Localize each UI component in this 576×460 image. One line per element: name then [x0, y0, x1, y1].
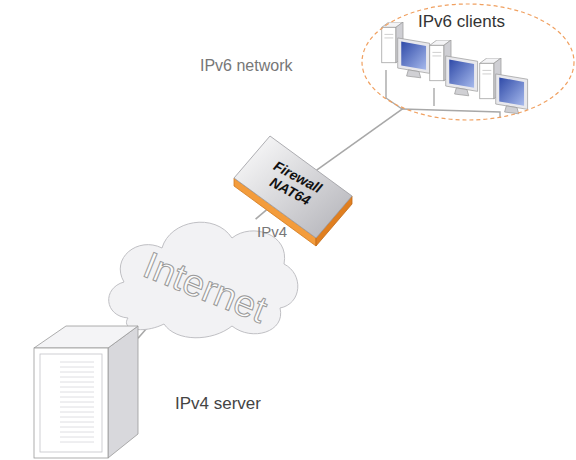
server-grill	[60, 412, 94, 413]
server-grill	[60, 427, 94, 428]
device-top	[234, 136, 352, 238]
server-grill	[60, 362, 94, 363]
wire	[433, 88, 434, 106]
node-text: IPv4 server	[175, 394, 261, 414]
client-computer	[480, 58, 528, 114]
server-grill	[60, 372, 94, 373]
dashed-ellipse	[362, 4, 574, 120]
cloud-shape	[109, 222, 298, 338]
server-grill	[60, 382, 94, 383]
server-grill	[60, 367, 94, 368]
node-text: IPv6 clients	[418, 12, 505, 32]
server-grill	[60, 442, 94, 443]
network-link	[317, 108, 404, 170]
internet-cloud: Internet	[100, 200, 300, 335]
server-grill	[60, 397, 94, 398]
server-grill	[60, 407, 94, 408]
server-top	[34, 326, 138, 348]
wire	[402, 109, 500, 118]
server-grill	[60, 417, 94, 418]
edge-label: IPv4	[257, 223, 287, 240]
server-grill	[60, 377, 94, 378]
server-front	[34, 348, 108, 458]
server-grill	[60, 402, 94, 403]
node-outline	[30, 322, 142, 458]
client-computer	[430, 40, 478, 96]
server-grill	[60, 422, 94, 423]
network-ellipse: IPv6 clients	[360, 2, 576, 122]
server-grill	[60, 432, 94, 433]
server-grill	[60, 387, 94, 388]
server-tower: IPv4 server	[30, 322, 142, 458]
network-link	[256, 210, 267, 219]
server-grill	[60, 437, 94, 438]
wire	[386, 70, 402, 109]
server-grill	[60, 392, 94, 393]
server-panel	[40, 354, 102, 452]
server-side	[108, 326, 138, 458]
network-label: IPv6 network	[200, 57, 292, 75]
